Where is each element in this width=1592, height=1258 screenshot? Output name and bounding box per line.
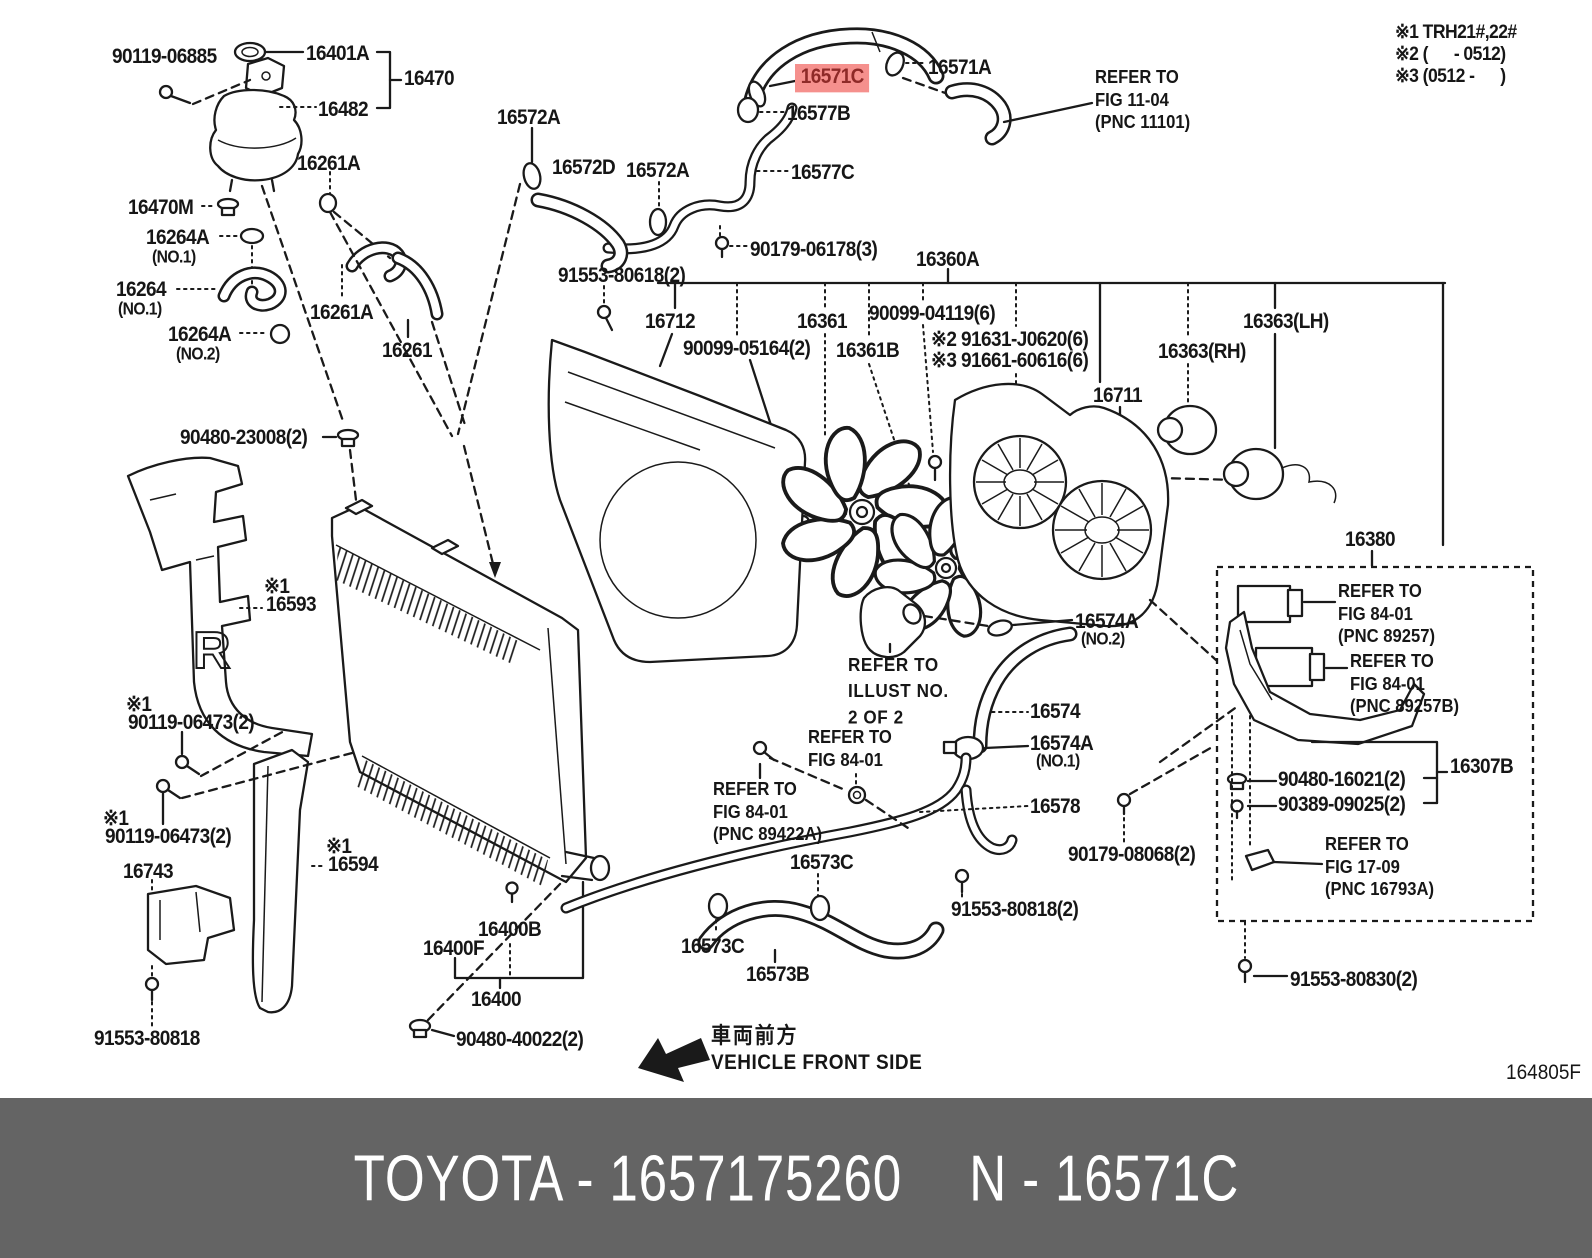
part-label: 16711 [1093,383,1143,408]
part-label: 16261A [297,151,361,176]
part-label: 16361 [797,309,848,334]
part-label: 90389-09025(2) [1278,792,1406,817]
part-label-sub: (NO.2) [176,344,220,364]
part-label-sub: (NO.1) [152,247,196,267]
refer-note: REFER TO FIG 84-01 [808,726,892,770]
part-label: 90099-05164(2) [683,336,811,361]
reservoir-tank-drawing [158,41,468,438]
lower-hoses-drawing [560,586,1216,964]
part-label: 16594 [328,852,379,877]
part-label: 16470 [404,66,455,91]
part-label: 16578 [1030,794,1081,819]
part-label: 16573C [681,934,745,959]
part-label: 16574A [1030,731,1094,756]
front-marker-jp: 車両前方 [711,1023,799,1049]
part-label: 91553-80818(2) [951,897,1079,922]
radiator-drawing [321,428,611,1039]
part-label: 90179-06178(3) [750,237,878,262]
part-label: 90480-16021(2) [1278,767,1406,792]
svg-text:R: R [193,622,231,680]
applicability-note: ※1 TRH21#,22# [1395,20,1517,43]
part-label: 16307B [1450,754,1514,779]
diagram-linework: R [126,27,1535,1082]
part-label: 16573B [746,962,810,987]
fan-blade-drawing [776,420,1017,642]
part-label: 16400 [471,987,522,1012]
part-label: 16360A [916,247,980,272]
part-label: 16574 [1030,699,1081,724]
part-label: 16261A [310,300,374,325]
part-label: 16470M [128,195,194,220]
highlighted-part-label[interactable]: 16571C [795,64,870,92]
part-label: 16572A [497,105,561,130]
part-label: 16574A [1075,609,1139,634]
part-label-sub: (NO.1) [1036,751,1080,771]
part-label: 16572A [626,158,690,183]
part-label: ※2 91631-J0620(6) [931,327,1089,352]
part-label-sub: (NO.2) [1081,629,1125,649]
part-label: 16264 [116,277,167,302]
part-label: 90119-06885 [112,44,217,69]
fan-shroud-drawing [547,338,807,664]
part-label: 16264A [168,322,232,347]
part-label: 16577C [791,160,855,185]
refer-note: REFER TO FIG 84-01 (PNC 89422A) [713,778,823,845]
refer-note: REFER TO ILLUST NO. 2 OF 2 [848,654,949,728]
twin-fan-shroud-drawing [948,382,1337,662]
part-label: 91553-80830(2) [1290,967,1418,992]
refer-note: REFER TO FIG 84-01 (PNC 89257) [1338,580,1436,647]
part-label: 16363(RH) [1158,339,1246,364]
part-label: 16743 [123,859,174,884]
front-marker-en: VEHICLE FRONT SIDE [711,1050,923,1075]
applicability-note: ※3 (0512 - ) [1395,64,1506,87]
part-label-flag: ※1 [326,834,352,859]
part-label: 16573C [790,850,854,875]
applicability-note: ※2 ( - 0512) [1395,42,1506,65]
refer-note: REFER TO FIG 84-01 (PNC 89257B) [1350,650,1460,717]
part-label: 90119-06473(2) [105,824,232,849]
part-label: 16401A [306,41,370,66]
refer-note: REFER TO FIG 17-09 (PNC 16793A) [1325,833,1435,900]
part-label: 16261 [382,338,433,363]
part-label: 16400F [423,936,485,961]
part-label-flag: ※1 [126,692,152,717]
figure-code: 164805F [1506,1060,1582,1085]
part-label-flag: ※1 [103,806,129,831]
footer-bar: TOYOTA - 1657175260 N - 16571C [0,1098,1592,1258]
part-label: 16593 [266,592,317,617]
part-label: 90480-40022(2) [456,1027,584,1052]
part-label: 16264A [146,225,210,250]
part-label: 91553-80818 [94,1026,200,1051]
part-label: ※3 91661-60616(6) [931,348,1089,373]
part-label: 90480-23008(2) [180,425,308,450]
part-label: 16380 [1345,527,1396,552]
part-label: 16361B [836,338,900,363]
refer-note: REFER TO FIG 11-04 (PNC 11101) [1095,66,1191,133]
part-label: 16363(LH) [1243,309,1329,334]
part-label: 16482 [318,97,369,122]
bracket-box-drawing [1158,549,1535,984]
part-label: 90119-06473(2) [128,710,255,735]
part-label: 91553-80618(2) [558,263,686,288]
upper-hoses-drawing [456,27,1094,436]
part-label: 16577B [787,101,851,126]
part-label-sub: (NO.1) [118,299,162,319]
footer-part-code: N - 16571C [968,1141,1239,1215]
part-label: 16712 [645,309,696,334]
part-label-flag: ※1 [264,574,290,599]
part-label: 90099-04119(6) [869,301,996,326]
part-label: 16571A [928,55,992,80]
part-label: 90179-08068(2) [1068,842,1196,867]
part-label: 16400B [478,917,542,942]
part-label: 16572D [552,155,616,180]
footer-part-number: TOYOTA - 1657175260 [353,1141,902,1215]
vehicle-front-arrow [638,1038,710,1082]
